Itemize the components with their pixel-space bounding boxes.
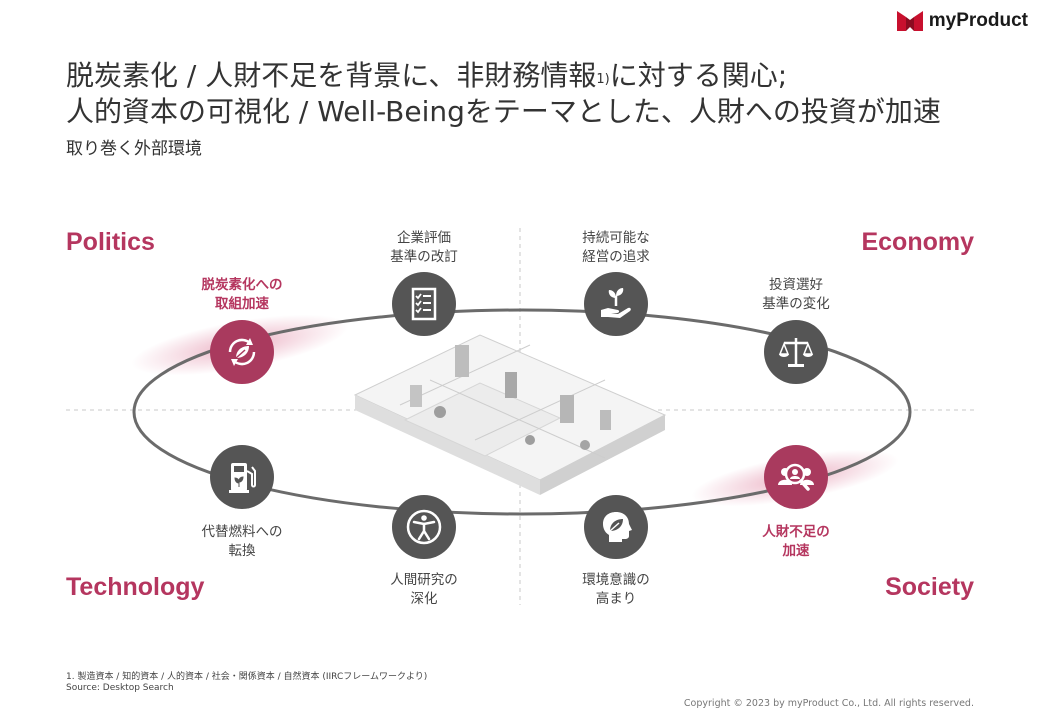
footnote-definition: 1. 製造資本 / 知的資本 / 人的資本 / 社会・関係資本 / 自然資本 (… [66, 672, 428, 682]
item-label-human-research: 人間研究の 深化 [390, 572, 458, 607]
item-label-alternative-fuel: 代替燃料への 転換 [201, 524, 283, 559]
item-label-evaluation-criteria: 企業評価 基準の改訂 [390, 230, 458, 265]
accessibility-person-icon [392, 495, 456, 559]
quadrant-economy: Economy [861, 228, 974, 256]
leaf-head-icon [584, 495, 648, 559]
item-label-investment-preference: 投資選好 基準の変化 [762, 277, 830, 312]
people-search-icon [764, 445, 828, 509]
quadrant-society: Society [885, 573, 974, 601]
item-label-decarbonization: 脱炭素化への 取組加速 [201, 277, 283, 312]
quadrant-politics: Politics [66, 228, 155, 256]
eco-recycle-leaf-icon [210, 320, 274, 384]
title-line-2: 人的資本の可視化 / Well-Beingをテーマとした、人財への投資が加速 [66, 95, 941, 128]
page-subtitle: 取り巻く外部環境 [66, 139, 202, 159]
footnote-ref: 1) [596, 72, 610, 87]
item-label-talent-shortage: 人財不足の 加速 [762, 524, 830, 559]
item-label-environmental-awareness: 環境意識の 高まり [582, 572, 650, 607]
footnote-source: Source: Desktop Search [66, 683, 174, 693]
brand-mark-icon [896, 11, 923, 31]
quadrant-technology: Technology [66, 573, 205, 601]
office-floorplan-illustration [353, 334, 667, 495]
orbit-ellipse [132, 308, 912, 516]
title-line-1: 脱炭素化 / 人財不足を背景に、非財務情報1)に対する関心; [66, 59, 788, 92]
brand-logo: myProduct [896, 10, 1028, 32]
fuel-pump-icon [210, 445, 274, 509]
plant-in-hand-icon [584, 272, 648, 336]
item-label-sustainable-management: 持続可能な 経営の追求 [582, 230, 650, 265]
checklist-icon [392, 272, 456, 336]
copyright: Copyright © 2023 by myProduct Co., Ltd. … [683, 698, 974, 709]
balance-scale-icon [764, 320, 828, 384]
footnote: 1. 製造資本 / 知的資本 / 人的資本 / 社会・関係資本 / 自然資本 (… [66, 672, 427, 694]
page-title: 脱炭素化 / 人財不足を背景に、非財務情報1)に対する関心; 人的資本の可視化 … [66, 58, 941, 130]
brand-name: myProduct [928, 10, 1028, 31]
